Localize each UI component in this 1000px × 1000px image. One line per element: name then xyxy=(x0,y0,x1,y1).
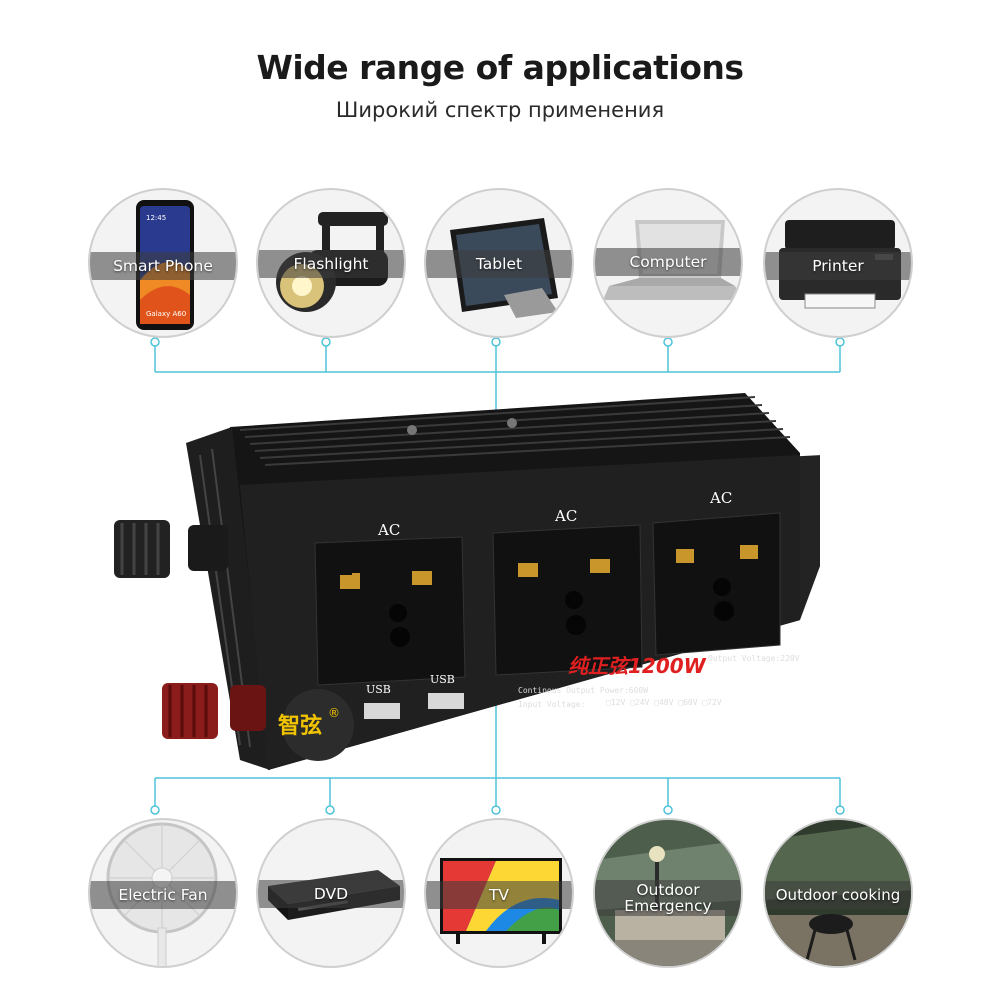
label-outdoor-emergency-line1: Outdoor xyxy=(636,881,700,899)
application-electric-fan: Electric Fan xyxy=(88,818,238,968)
brand-name: 智弦 xyxy=(278,713,322,739)
usb-label-1: USB xyxy=(366,683,391,696)
negative-terminal xyxy=(114,520,228,578)
label-outdoor-cooking: Outdoor cooking xyxy=(775,886,901,904)
label-smart-phone: Smart Phone xyxy=(113,257,213,275)
usb-port-1 xyxy=(364,703,400,719)
label-tv: TV xyxy=(488,886,510,904)
application-smart-phone: 12:45 Galaxy A60 Smart Phone xyxy=(88,188,238,338)
application-outdoor-cooking: Outdoor cooking xyxy=(763,818,913,968)
label-outdoor-emergency-line2: Emergency xyxy=(624,897,712,915)
page-title: Wide range of applications xyxy=(256,48,744,87)
label-tablet: Tablet xyxy=(475,255,523,273)
usb-port-2 xyxy=(428,693,464,709)
ac-label-2: AC xyxy=(554,507,577,525)
label-electric-fan: Electric Fan xyxy=(118,886,208,904)
spec-input-voltage: Input Voltage: xyxy=(518,700,585,709)
spec-continuous-power: Continous Output Power:600W xyxy=(518,686,648,695)
page-subtitle: Широкий спектр применения xyxy=(335,98,665,122)
application-printer: Printer xyxy=(763,188,913,338)
ac-label-1: AC xyxy=(377,521,400,539)
usb-label-2: USB xyxy=(430,673,455,686)
application-tablet: Tablet xyxy=(424,188,574,338)
phone-model: Galaxy A60 xyxy=(146,310,186,318)
application-flashlight: Flashlight xyxy=(256,188,406,338)
power-inverter: AC AC AC USB USB 纯正弦1200W Output Voltage… xyxy=(114,393,820,770)
model-text: 纯正弦1200W xyxy=(568,654,707,678)
label-dvd: DVD xyxy=(313,885,349,903)
application-computer: Computer xyxy=(593,188,743,338)
positive-terminal xyxy=(162,683,266,739)
application-outdoor-emergency: Outdoor Emergency xyxy=(593,818,743,968)
label-printer: Printer xyxy=(812,257,864,275)
brand-registered-mark: ® xyxy=(328,706,340,720)
ac-label-3: AC xyxy=(709,489,732,507)
spec-voltage-options: □12V □24V □48V □60V □72V xyxy=(606,698,722,707)
phone-time: 12:45 xyxy=(146,214,166,222)
label-computer: Computer xyxy=(629,253,707,271)
label-flashlight: Flashlight xyxy=(293,255,369,273)
spec-output-voltage: Output Voltage:220V xyxy=(708,654,800,663)
application-dvd: DVD xyxy=(256,818,406,968)
application-tv: TV xyxy=(424,818,574,968)
